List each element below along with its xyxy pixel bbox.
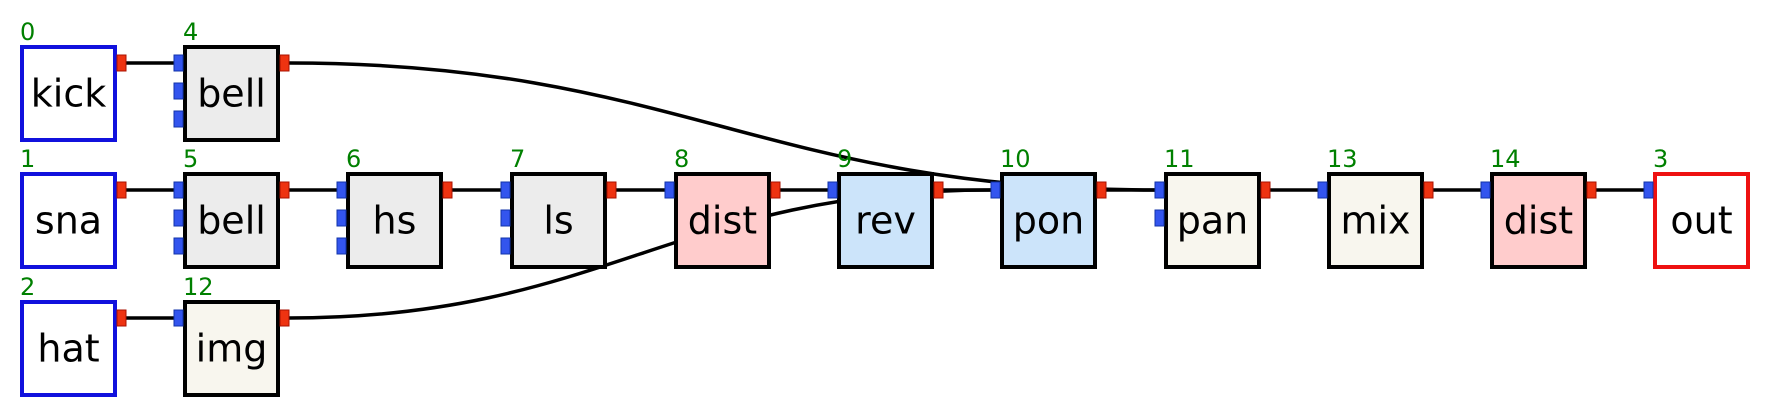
input-port[interactable] <box>500 237 511 255</box>
node-box[interactable] <box>1000 172 1097 269</box>
input-port[interactable] <box>173 54 184 72</box>
node-label: dist <box>1504 199 1573 243</box>
node-id-label: 13 <box>1327 145 1358 173</box>
node-label: mix <box>1340 199 1410 243</box>
node-label: out <box>1670 199 1732 243</box>
node-img[interactable]: 12 img <box>173 273 290 397</box>
input-port[interactable] <box>500 209 511 227</box>
node-box[interactable] <box>1490 172 1587 269</box>
node-label: rev <box>855 199 916 243</box>
node-box[interactable] <box>674 172 771 269</box>
input-port[interactable] <box>173 309 184 327</box>
nodes-layer: 0kick4bell1sna5bell6hs7ls8dist9rev10pon1… <box>20 18 1750 397</box>
input-port[interactable] <box>336 181 347 199</box>
output-port[interactable] <box>116 181 127 199</box>
output-port[interactable] <box>606 181 617 199</box>
node-box[interactable] <box>20 172 117 269</box>
input-port[interactable] <box>827 181 838 199</box>
input-port[interactable] <box>336 237 347 255</box>
node-id-label: 12 <box>183 273 214 301</box>
node-id-label: 0 <box>20 18 35 46</box>
node-label: pon <box>1013 199 1084 243</box>
node-label: dist <box>688 199 757 243</box>
node-dist[interactable]: 14 dist <box>1480 145 1597 269</box>
node-label: pan <box>1177 199 1249 243</box>
node-label: sna <box>35 199 102 243</box>
node-box[interactable] <box>837 172 934 269</box>
node-bell[interactable]: 5 bell <box>173 145 290 269</box>
node-label: bell <box>197 72 266 116</box>
node-id-label: 8 <box>674 145 689 173</box>
node-pan[interactable]: 11 pan <box>1154 145 1271 269</box>
node-id-label: 2 <box>20 273 35 301</box>
input-port[interactable] <box>990 181 1001 199</box>
node-id-label: 6 <box>346 145 361 173</box>
node-label: bell <box>197 199 266 243</box>
node-id-label: 9 <box>837 145 852 173</box>
node-label: hs <box>373 199 417 243</box>
node-id-label: 4 <box>183 18 198 46</box>
output-port[interactable] <box>279 54 290 72</box>
node-id-label: 7 <box>510 145 525 173</box>
input-port[interactable] <box>1643 181 1654 199</box>
node-bell[interactable]: 4 bell <box>173 18 290 142</box>
node-id-label: 5 <box>183 145 198 173</box>
node-label: img <box>196 327 268 371</box>
node-box[interactable] <box>20 300 117 397</box>
output-port[interactable] <box>1260 181 1271 199</box>
output-port[interactable] <box>442 181 453 199</box>
input-port[interactable] <box>1480 181 1491 199</box>
node-mix[interactable]: 13 mix <box>1317 145 1434 269</box>
node-box[interactable] <box>183 172 280 269</box>
node-dist[interactable]: 8 dist <box>664 145 781 269</box>
output-port[interactable] <box>1586 181 1597 199</box>
output-port[interactable] <box>933 181 944 199</box>
node-id-label: 14 <box>1490 145 1521 173</box>
input-port[interactable] <box>336 209 347 227</box>
node-id-label: 3 <box>1653 145 1668 173</box>
node-box[interactable] <box>1164 172 1261 269</box>
output-port[interactable] <box>1423 181 1434 199</box>
input-port[interactable] <box>173 181 184 199</box>
input-port[interactable] <box>173 237 184 255</box>
node-id-label: 1 <box>20 145 35 173</box>
output-port[interactable] <box>279 181 290 199</box>
node-hs[interactable]: 6 hs <box>336 145 453 269</box>
output-port[interactable] <box>1096 181 1107 199</box>
node-kick[interactable]: 0 kick <box>20 18 127 142</box>
node-id-label: 11 <box>1164 145 1195 173</box>
node-ls[interactable]: 7 ls <box>500 145 617 269</box>
input-port[interactable] <box>173 110 184 128</box>
output-port[interactable] <box>116 309 127 327</box>
input-port[interactable] <box>664 181 675 199</box>
input-port[interactable] <box>500 181 511 199</box>
node-label: hat <box>37 327 99 371</box>
node-label: kick <box>31 72 106 116</box>
input-port[interactable] <box>1154 181 1165 199</box>
output-port[interactable] <box>279 309 290 327</box>
node-box[interactable] <box>1653 172 1750 269</box>
input-port[interactable] <box>1317 181 1328 199</box>
node-id-label: 10 <box>1000 145 1031 173</box>
input-port[interactable] <box>173 209 184 227</box>
node-box[interactable] <box>510 172 607 269</box>
node-pon[interactable]: 10 pon <box>990 145 1107 269</box>
node-label: ls <box>543 199 573 243</box>
node-box[interactable] <box>183 300 280 397</box>
node-box[interactable] <box>20 45 117 142</box>
input-port[interactable] <box>173 82 184 100</box>
node-box[interactable] <box>183 45 280 142</box>
input-port[interactable] <box>1154 209 1165 227</box>
node-box[interactable] <box>346 172 443 269</box>
node-box[interactable] <box>1327 172 1424 269</box>
output-port[interactable] <box>770 181 781 199</box>
output-port[interactable] <box>116 54 127 72</box>
